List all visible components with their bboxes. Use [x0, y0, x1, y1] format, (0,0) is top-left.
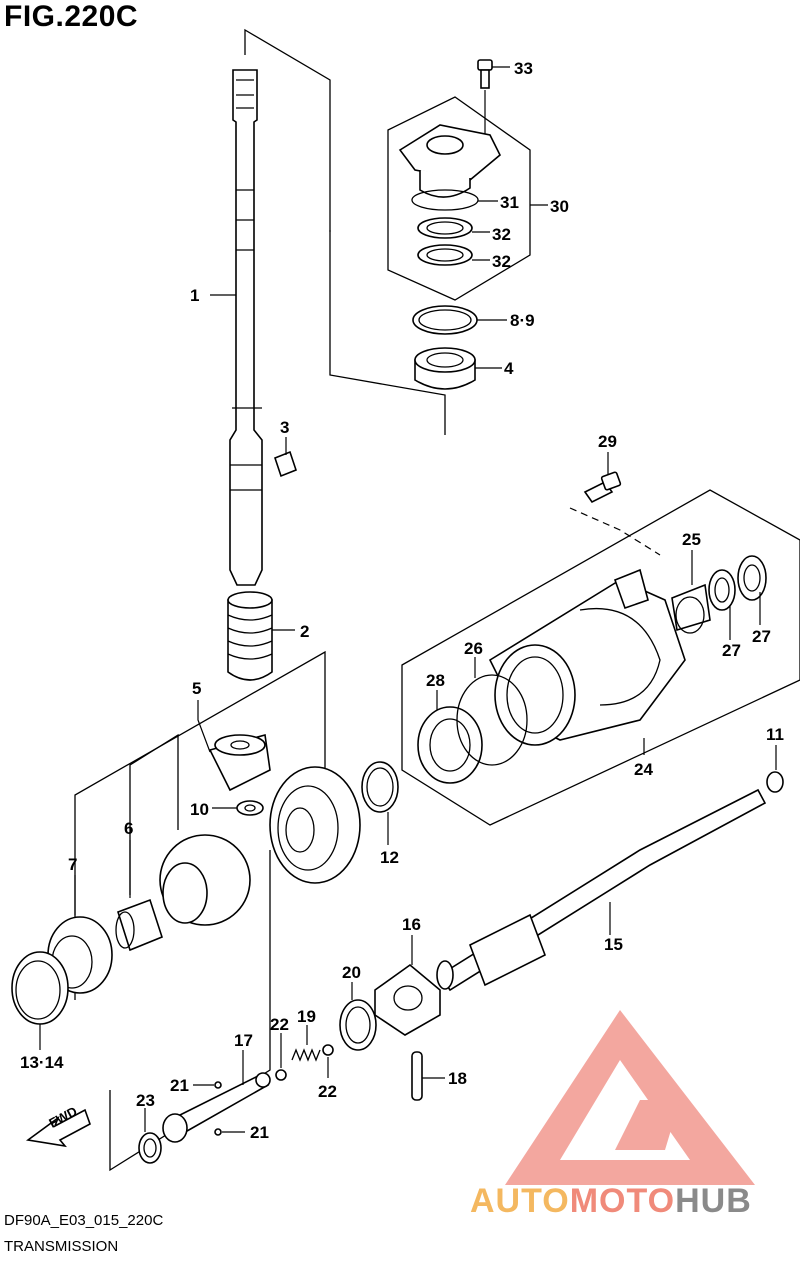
label-32b: 32: [492, 252, 511, 271]
label-16: 16: [402, 915, 421, 934]
part-1314-shim: [11, 951, 69, 1050]
part-27-seals: [708, 555, 767, 640]
label-17: 17: [234, 1031, 253, 1050]
label-30: 30: [550, 197, 569, 216]
label-32a: 32: [492, 225, 511, 244]
bolt-29-dash: [569, 507, 661, 556]
part-19-spring: [291, 1025, 321, 1062]
part-3-pin: [274, 437, 297, 478]
label-28: 28: [426, 671, 445, 690]
label-5: 5: [192, 679, 201, 698]
label-11: 11: [766, 725, 784, 744]
label-3: 3: [280, 418, 289, 437]
part-29-bolt: [583, 452, 622, 504]
watermark-auto: AUTO: [470, 1182, 570, 1220]
label-15: 15: [604, 935, 623, 954]
label-21b: 21: [250, 1123, 269, 1142]
part-4-bearing: [414, 347, 502, 390]
part-24-housing: [488, 568, 686, 755]
label-7: 7: [68, 855, 77, 874]
fwd-arrow-icon: [25, 1108, 91, 1148]
label-26: 26: [464, 639, 483, 658]
watermark-triangle-icon: [505, 1010, 755, 1185]
part-33-bolt: [477, 59, 510, 140]
part-17-shift-cam: [162, 1050, 271, 1143]
label-29: 29: [598, 432, 617, 451]
label-25: 25: [682, 530, 701, 549]
label-6: 6: [124, 819, 133, 838]
label-10: 10: [190, 800, 209, 819]
label-19: 19: [297, 1007, 316, 1026]
label-27a: 27: [722, 641, 741, 660]
label-22b: 22: [318, 1082, 337, 1101]
label-23: 23: [136, 1091, 155, 1110]
part-23-washer: [138, 1108, 162, 1164]
part-1-drive-shaft: [210, 69, 263, 586]
part-20-ring: [339, 982, 377, 1051]
label-33: 33: [514, 59, 533, 78]
label-18: 18: [448, 1069, 467, 1088]
watermark-brand: AUTOMOTOHUB: [470, 1182, 752, 1220]
part-28-bearing: [417, 690, 483, 784]
part-25-bush: [671, 550, 711, 634]
housing-group-box-30: [387, 96, 531, 301]
part-26-ring: [456, 657, 528, 766]
label-24: 24: [634, 760, 653, 779]
label-4: 4: [504, 359, 514, 378]
part-16-clutch: [374, 935, 441, 1036]
part-15-propeller-shaft: [436, 788, 767, 992]
part-2-sleeve: [227, 591, 295, 681]
section-name: TRANSMISSION: [4, 1238, 119, 1255]
label-21a: 21: [170, 1076, 189, 1095]
figure-title: FIG.220C: [4, 0, 139, 33]
label-2: 2: [300, 622, 309, 641]
label-22a: 22: [270, 1015, 289, 1034]
part-18-pin: [411, 1051, 445, 1101]
watermark-moto: MOTO: [570, 1182, 675, 1220]
part-89-ring: [412, 305, 507, 335]
watermark-logo: [505, 1010, 755, 1185]
watermark-hub: HUB: [675, 1182, 752, 1220]
label-20: 20: [342, 963, 361, 982]
part-11-ring: [766, 745, 784, 793]
label-1314: 13·14: [20, 1053, 64, 1072]
label-89: 8·9: [510, 311, 535, 330]
label-27b: 27: [752, 627, 771, 646]
figure-code: DF90A_E03_015_220C: [4, 1212, 164, 1229]
part-10-washer: [212, 800, 264, 816]
gear-group-box-inner: [129, 733, 179, 895]
label-12: 12: [380, 848, 399, 867]
part-6-bearing: [115, 840, 163, 952]
fwd-arrow: FWD: [25, 1104, 91, 1148]
part-fwd-gear: [269, 766, 361, 884]
housing-group-box-24: [401, 489, 800, 826]
label-1: 1: [190, 286, 199, 305]
part-reverse-gear: [159, 834, 251, 926]
part-12-ring: [361, 761, 399, 845]
part-22-balls: [275, 1033, 334, 1081]
part-labels: 33 31 30 32 32 8·9 4 1 3 29 25 2 27 27 2…: [20, 59, 784, 1142]
part-5-pinion: [197, 700, 271, 792]
label-31: 31: [500, 193, 519, 212]
shaft-group-bracket: [244, 28, 446, 435]
part-21-balls: [193, 1081, 245, 1136]
part-30-housing: [398, 124, 548, 266]
